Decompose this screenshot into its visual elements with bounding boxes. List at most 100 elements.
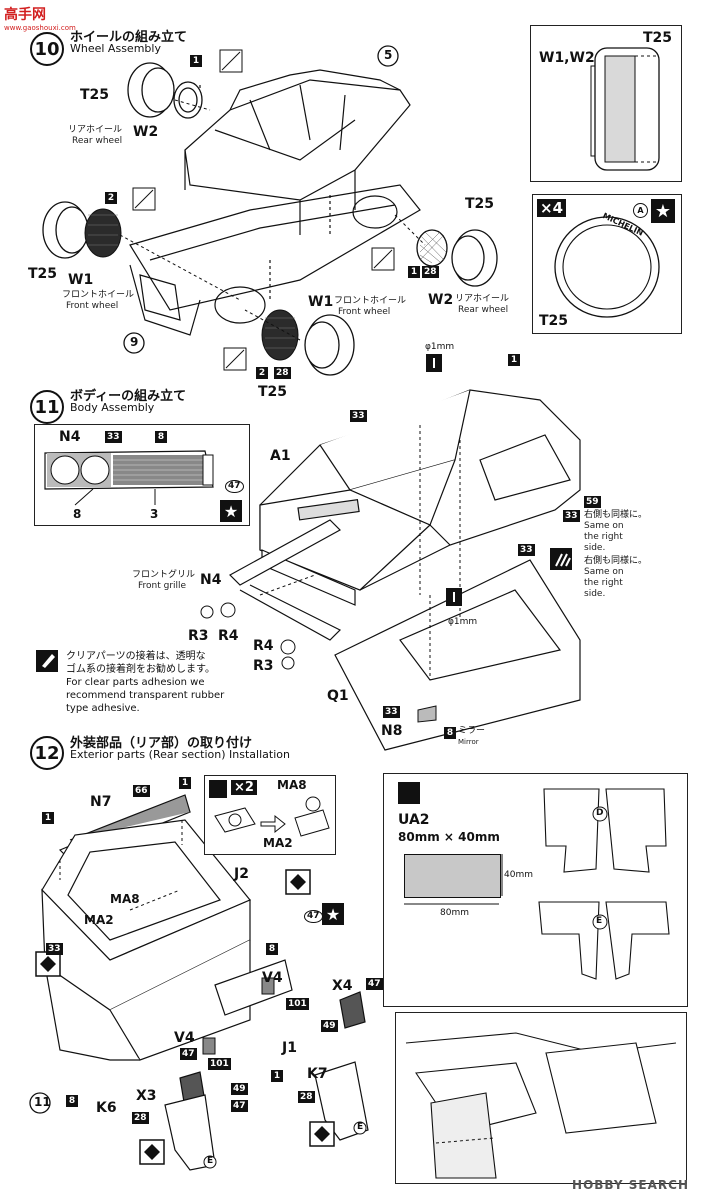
label-front-wheel-jp-b: フロントホイール	[334, 296, 407, 306]
label-j1: J1	[282, 1040, 297, 1056]
count-badge: ×4	[537, 199, 567, 217]
label-j2: J2	[234, 866, 249, 882]
badge-1-b: 1	[408, 266, 420, 278]
label-part-11: 11	[34, 1095, 51, 1109]
inset-michelin-decal: ×4 ★ A MICHELIN T25	[532, 194, 682, 334]
badge-rear-101b: 101	[208, 1058, 231, 1070]
label-ma8-a: MA8	[110, 892, 140, 906]
label-e-a: E	[357, 1122, 364, 1132]
watermark-logo: 高手网 www.gaoshouxi.com	[4, 4, 76, 32]
ma-parts-drawing	[214, 796, 330, 837]
ua2-size: 80mm × 40mm	[398, 830, 500, 844]
clear-note-en2: recommend transparent rubber	[66, 690, 225, 701]
ua2-height: 40mm	[504, 870, 533, 880]
label-n7: N7	[90, 794, 112, 810]
tire-section-drawing	[590, 47, 660, 171]
label-q1: Q1	[327, 688, 349, 704]
inset-badge-8: 8	[155, 431, 167, 443]
clear-parts-note: クリアパーツの接着は、透明な ゴム系の接着剤をお勧めします。 For clear…	[66, 650, 266, 715]
label-front-wheel-en-a: Front wheel	[66, 301, 119, 311]
step-12-title-jp: 外装部品（リア部）の取り付け	[70, 736, 253, 751]
grille-drawing	[44, 450, 214, 506]
label-r4a: R4	[218, 628, 239, 644]
label-part-5: 5	[384, 48, 393, 62]
inset-ua2-mudflaps: UA2 80mm × 40mm 40mm 80mm D E	[383, 773, 688, 1007]
ua2-title: UA2	[398, 812, 430, 828]
label-n4: N4	[200, 572, 222, 588]
same-side-jp-2: 右側も同様に。	[584, 556, 648, 566]
diamond-icon-ma	[209, 780, 227, 798]
inset-label-n4: N4	[59, 429, 81, 445]
step-11-number: 11	[30, 390, 64, 424]
inset-ma8: MA8	[277, 778, 307, 792]
badge-rear-8: 8	[266, 943, 278, 955]
label-r3a: R3	[188, 628, 209, 644]
label-w2-b: W2	[428, 292, 454, 308]
badge-2-a: 2	[105, 192, 117, 204]
ua2-width: 80mm	[440, 908, 469, 918]
label-r4b: R4	[253, 638, 274, 654]
inset-badge-33: 33	[105, 431, 122, 443]
badge-rear-1b: 1	[42, 812, 54, 824]
inset-label-t25: T25	[643, 30, 673, 46]
label-dia-bottom: φ1mm	[448, 617, 478, 627]
decal-icon-ua2	[398, 782, 420, 804]
clear-note-en1: For clear parts adhesion we	[66, 677, 205, 688]
badge-1-a: 1	[190, 55, 202, 67]
label-front-wheel-en-b: Front wheel	[338, 307, 391, 317]
badge-rear-8b: 8	[66, 1095, 78, 1107]
step-10-number: 10	[30, 32, 64, 66]
label-e-b: E	[207, 1156, 214, 1166]
inset-label-8: 8	[73, 507, 82, 521]
label-t25-c: T25	[258, 384, 288, 400]
badge-body-1: 1	[508, 354, 520, 366]
rear-wheel-drawing	[405, 1032, 677, 1179]
label-rear-wheel-en-b: Rear wheel	[458, 305, 509, 315]
inset-front-grille: N4 33 8 47 8 3	[34, 424, 250, 526]
clear-note-en3: type adhesive.	[66, 703, 140, 714]
star-icon-rear: ★	[322, 903, 344, 925]
watermark-logo-text: 高手网	[4, 7, 46, 23]
label-ma2-a: MA2	[84, 913, 114, 927]
badge-body-59: 59	[584, 496, 601, 508]
label-rear-wheel-jp-a: リアホイール	[68, 125, 123, 135]
badge-rear-47d: 47	[231, 1100, 248, 1112]
inset-badge-47: 47	[225, 480, 244, 493]
step-12-title-en: Exterior parts (Rear section) Installati…	[70, 748, 290, 761]
label-w1-b: W1	[308, 294, 334, 310]
badge-rear-49b: 49	[231, 1083, 248, 1095]
label-part-9: 9	[130, 335, 139, 349]
star-icon-grille: ★	[220, 500, 242, 522]
badge-rear-47c: 47	[180, 1048, 197, 1060]
label-n8: N8	[381, 723, 403, 739]
label-grille-en: Front grille	[138, 581, 187, 591]
inset-tire-section: W1,W2 T25	[530, 25, 682, 182]
clear-note-jp2: ゴム系の接着剤をお勧めします。	[66, 664, 215, 675]
inset-rear-wheel-detail	[395, 1012, 687, 1184]
label-t25-d: T25	[465, 196, 495, 212]
label-rear-wheel-en-a: Rear wheel	[72, 136, 123, 146]
step-10-title-en: Wheel Assembly	[70, 42, 161, 55]
chassis-illustration	[42, 45, 498, 376]
star-icon: ★	[651, 199, 675, 223]
badge-rear-1a: 1	[179, 777, 191, 789]
same-side-jp-1: 右側も同様に。	[584, 510, 648, 520]
label-k7: K7	[307, 1066, 328, 1082]
label-grille-jp: フロントグリル	[132, 570, 196, 580]
ua2-label-d: D	[596, 808, 604, 818]
label-mirror-en: Mirror	[458, 738, 479, 746]
label-dia-top: φ1mm	[425, 342, 455, 352]
badge-rear-33: 33	[46, 943, 63, 955]
step-11-title-jp: ボディーの組み立て	[70, 389, 187, 404]
label-v4-b: V4	[174, 1030, 195, 1046]
label-v4-a: V4	[262, 970, 283, 986]
label-t25-b: T25	[28, 266, 58, 282]
badge-rear-49a: 49	[321, 1020, 338, 1032]
badge-2-b: 2	[256, 367, 268, 379]
badge-rear-47: 47	[304, 910, 323, 923]
label-k6: K6	[96, 1100, 117, 1116]
badge-rear-101a: 101	[286, 998, 309, 1010]
label-x3: X3	[136, 1088, 157, 1104]
label-w2-a: W2	[133, 124, 159, 140]
label-mirror-jp: ミラー	[458, 726, 486, 736]
